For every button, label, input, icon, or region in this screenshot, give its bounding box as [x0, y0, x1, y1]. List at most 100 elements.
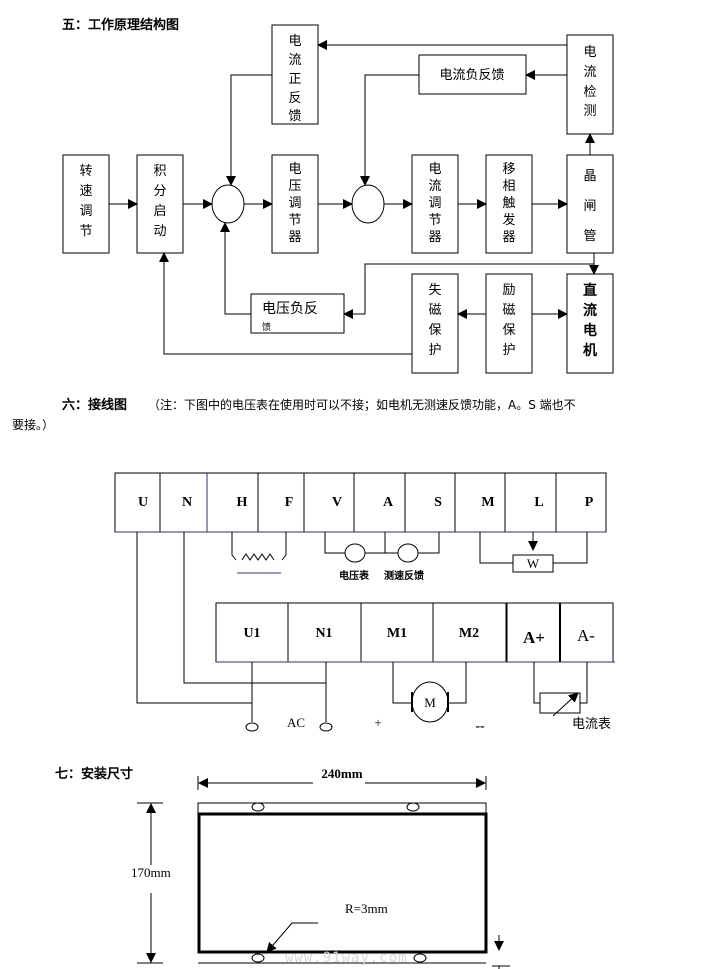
svg-text:管: 管 — [583, 229, 596, 244]
svg-text:发: 发 — [502, 212, 515, 228]
terminal-U: U — [138, 495, 148, 510]
svg-text:测: 测 — [583, 104, 596, 119]
svg-text:分: 分 — [153, 184, 166, 199]
svg-text:电: 电 — [428, 162, 441, 177]
arrow-negfb-to-sum2 — [360, 74, 419, 186]
label-dc-motor: 直 流 电 机 — [583, 282, 597, 359]
svg-text:护: 护 — [502, 343, 515, 358]
height-label: 170mm — [131, 865, 171, 880]
radius-label: R=3mm — [345, 901, 388, 916]
mount-hole-bottom-right — [413, 953, 427, 963]
label-current-pos-fb: 电 流 正 反 馈 — [288, 34, 301, 124]
mount-hole-top-right — [406, 802, 420, 812]
svg-text:保: 保 — [502, 323, 515, 338]
svg-text:流: 流 — [583, 302, 597, 319]
terminal-P: P — [585, 495, 594, 510]
svg-text:流: 流 — [428, 179, 441, 194]
svg-text:电压负反: 电压负反 — [262, 301, 318, 317]
ammeter-label: 电流表 — [572, 717, 611, 732]
arrow-to-vnegfb — [343, 263, 594, 319]
terminal-V: V — [332, 495, 342, 510]
svg-text:保: 保 — [428, 323, 441, 338]
svg-text:调: 调 — [79, 204, 92, 219]
svg-text:器: 器 — [502, 230, 515, 245]
label-soft-start: 积 分 启 动 — [153, 164, 166, 239]
svg-text:电: 电 — [288, 162, 301, 177]
wiring-diagram — [114, 472, 615, 732]
label-speed-adjust: 转 速 调 节 — [79, 164, 92, 239]
svg-text:节: 节 — [288, 213, 301, 228]
ac-terminal-1 — [245, 722, 259, 732]
terminal-A: A — [383, 495, 394, 510]
svg-text:磁: 磁 — [502, 303, 515, 318]
section5-title: 五：工作原理结构图 — [62, 17, 179, 33]
arrow-vnegfb-to-sum1 — [220, 222, 251, 315]
svg-text:失: 失 — [428, 283, 441, 298]
terminal-M2: M2 — [459, 626, 479, 641]
terminal-A-plus: A+ — [523, 628, 545, 647]
svg-text:触: 触 — [502, 196, 515, 211]
arrow-posfb-to-sum1 — [226, 74, 272, 186]
svg-text:检: 检 — [583, 85, 596, 100]
controller-body-outline — [197, 812, 488, 954]
mount-hole-bottom-left — [251, 953, 265, 963]
svg-text:器: 器 — [288, 230, 301, 245]
summing-junction-2 — [351, 184, 385, 224]
terminal-M1: M1 — [387, 626, 407, 641]
summing-junction-1 — [211, 184, 245, 224]
svg-text:积: 积 — [153, 164, 166, 179]
svg-text:电: 电 — [583, 45, 596, 60]
ac-terminal-2 — [319, 722, 333, 732]
svg-text:器: 器 — [428, 230, 441, 245]
svg-text:调: 调 — [428, 196, 441, 211]
section7-title: 七：安装尺寸 — [55, 766, 133, 782]
terminal-N: N — [182, 495, 192, 510]
label-excitation-protect: 励 磁 保 护 — [502, 283, 515, 358]
svg-text:电: 电 — [583, 322, 597, 339]
section6-note-line2: 要接。） — [12, 417, 54, 432]
svg-text:闸: 闸 — [583, 199, 596, 214]
mount-hole-top-left — [251, 802, 265, 812]
section6-note-line1: （注：下图中的电压表在使用时可以不接；如电机无测速反馈功能，A。S 端也不 — [148, 397, 576, 412]
svg-text:节: 节 — [79, 224, 92, 239]
svg-text:护: 护 — [428, 343, 441, 358]
section6-title: 六：接线图 — [62, 397, 127, 413]
tacho-symbol — [397, 543, 419, 563]
install-dimension-drawing — [137, 776, 510, 969]
svg-text:移: 移 — [502, 162, 515, 177]
svg-text:压: 压 — [288, 179, 301, 194]
svg-text:电: 电 — [288, 34, 301, 49]
label-current-detect: 电 流 检 测 — [583, 45, 596, 119]
terminal-H: H — [237, 495, 248, 510]
terminal-U1: U1 — [243, 626, 260, 641]
svg-text:直: 直 — [583, 282, 597, 299]
label-thyristor: 晶 闸 管 — [583, 169, 596, 244]
svg-text:馈: 馈 — [262, 321, 271, 333]
label-phase-trigger: 移 相 触 发 器 — [502, 162, 515, 245]
terminal-S: S — [434, 495, 442, 510]
label-voltage-reg: 电 压 调 节 器 — [288, 162, 301, 245]
svg-text:相: 相 — [502, 179, 515, 194]
field-winding — [231, 532, 237, 561]
svg-text:馈: 馈 — [288, 109, 301, 124]
radius-leader — [266, 922, 318, 953]
tacho-label: 测速反馈 — [384, 569, 424, 582]
svg-text:流: 流 — [583, 65, 596, 80]
svg-text:磁: 磁 — [428, 303, 441, 318]
motor-label: M — [424, 695, 436, 710]
svg-text:转: 转 — [79, 164, 92, 179]
svg-text:晶: 晶 — [583, 169, 596, 184]
label-current-reg: 电 流 调 节 器 — [428, 162, 441, 245]
svg-text:励: 励 — [502, 283, 515, 298]
width-label: 240mm — [321, 766, 362, 781]
svg-text:正: 正 — [288, 72, 301, 87]
label-voltage-neg-fb: 电压负反 馈 — [262, 301, 318, 333]
pot-label: W — [527, 556, 540, 571]
terminal-A-minus: A- — [577, 626, 595, 645]
svg-text:节: 节 — [428, 213, 441, 228]
box-field-loss-protect — [411, 273, 459, 374]
label-current-neg-fb: 电流负反馈 — [439, 68, 504, 83]
svg-text:速: 速 — [79, 184, 92, 199]
svg-text:流: 流 — [288, 53, 301, 68]
